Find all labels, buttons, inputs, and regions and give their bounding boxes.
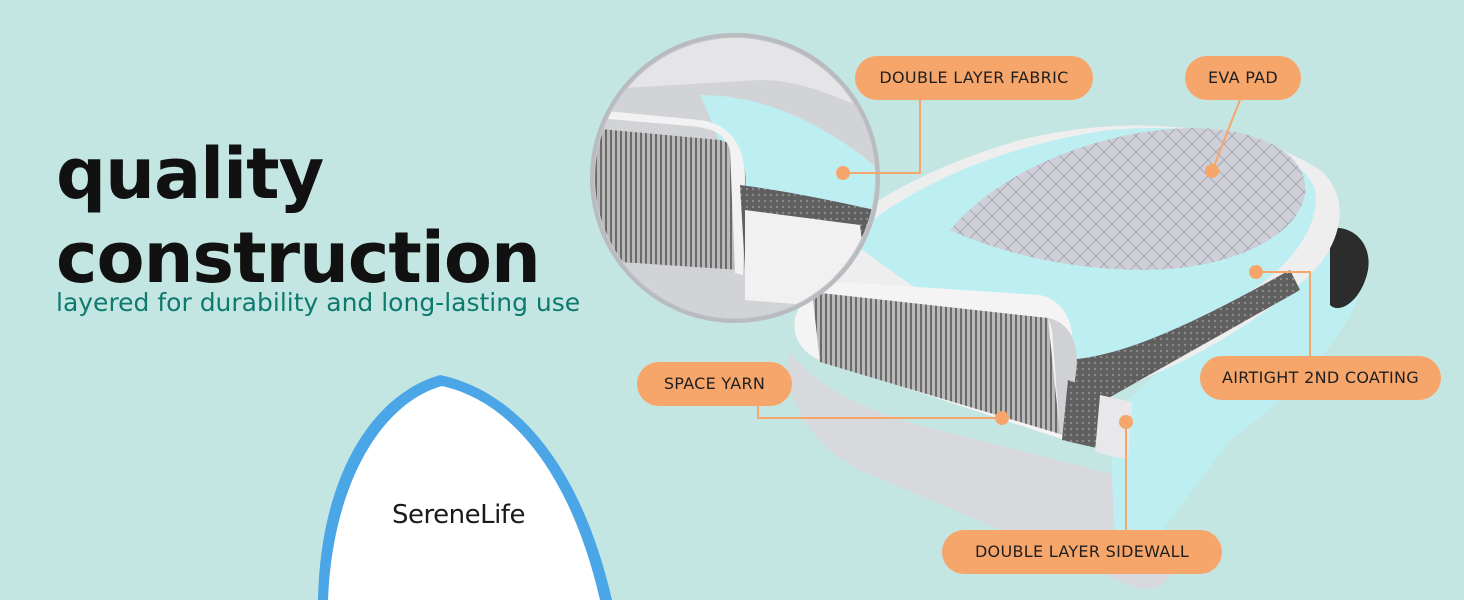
board-tip-graphic <box>318 375 612 600</box>
callout-double-layer-fabric: DOUBLE LAYER FABRIC <box>855 56 1093 100</box>
callout-eva-pad: EVA PAD <box>1185 56 1301 100</box>
brand-logo: SereneLife <box>392 500 525 530</box>
headline: quality construction <box>56 132 541 300</box>
callout-anchor-dots <box>836 164 1263 429</box>
callout-double-layer-sidewall: DOUBLE LAYER SIDEWALL <box>942 530 1222 574</box>
callout-airtight-coating: AIRTIGHT 2ND COATING <box>1200 356 1441 400</box>
callout-leader-lines <box>757 98 1311 530</box>
board-layers-graphic <box>787 125 1369 589</box>
magnified-detail-graphic <box>590 33 880 323</box>
callout-space-yarn: SPACE YARN <box>637 362 792 406</box>
headline-line1: quality <box>56 133 324 215</box>
subheadline: layered for durability and long-lasting … <box>56 288 581 317</box>
headline-line2: construction <box>56 217 541 299</box>
